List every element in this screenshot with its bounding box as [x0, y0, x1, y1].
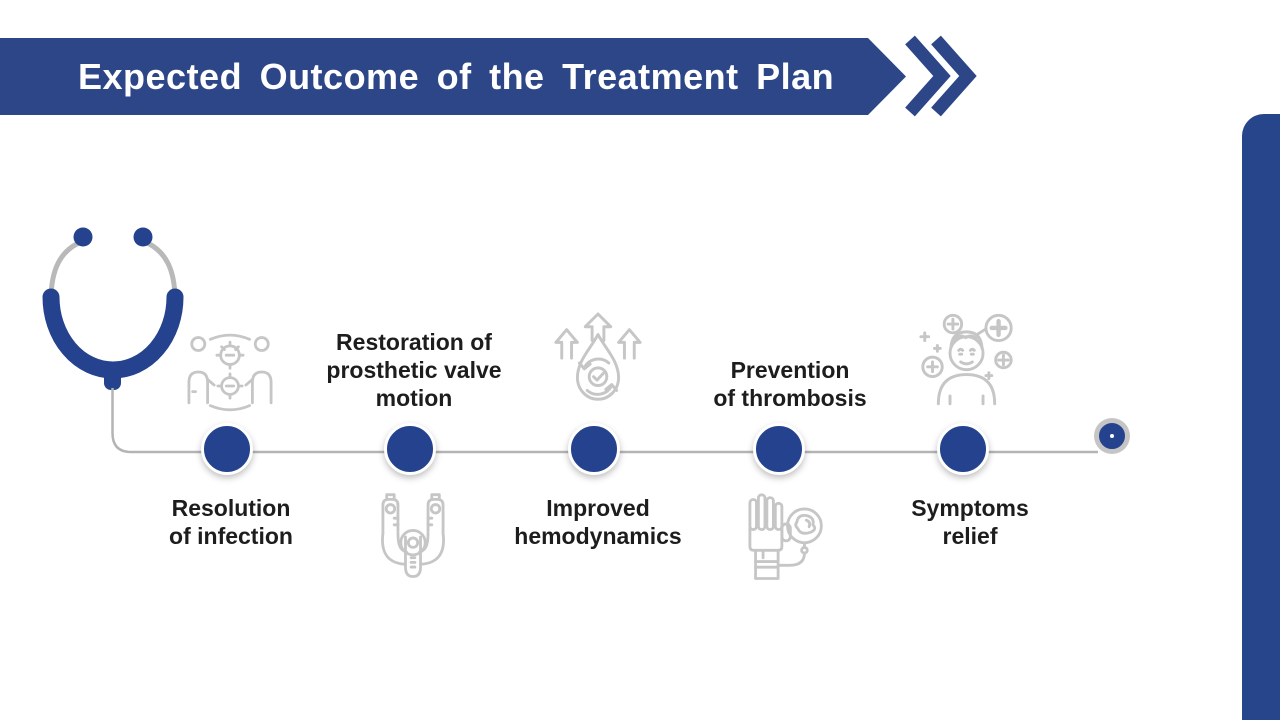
prosthetic-valve-icon — [366, 488, 460, 586]
timeline-end-ring — [1099, 423, 1125, 449]
milestone-label-4: Prevention of thrombosis — [713, 357, 867, 411]
timeline-node-1 — [201, 423, 253, 475]
right-accent-bar — [1242, 114, 1280, 720]
timeline-node-2 — [384, 423, 436, 475]
milestone-label-1: Resolution of infection — [169, 495, 293, 549]
milestone-label-5: Symptoms relief — [911, 495, 1029, 549]
timeline-node-4 — [753, 423, 805, 475]
relieved-patient-icon — [916, 310, 1018, 412]
timeline-node-3 — [568, 423, 620, 475]
timeline-line — [111, 388, 1098, 454]
blood-flow-improvement-icon — [549, 312, 647, 412]
milestone-label-3: Improved hemodynamics — [514, 495, 682, 549]
double-chevron-icon — [905, 35, 977, 117]
milestone-label-2: Restoration of prosthetic valve motion — [326, 329, 502, 411]
timeline-node-5 — [937, 423, 989, 475]
header-banner: Expected Outcome of the Treatment Plan — [0, 38, 906, 115]
slide-title: Expected Outcome of the Treatment Plan — [78, 55, 835, 97]
stop-hand-clot-icon — [732, 492, 828, 586]
infection-spread-icon — [183, 330, 277, 414]
